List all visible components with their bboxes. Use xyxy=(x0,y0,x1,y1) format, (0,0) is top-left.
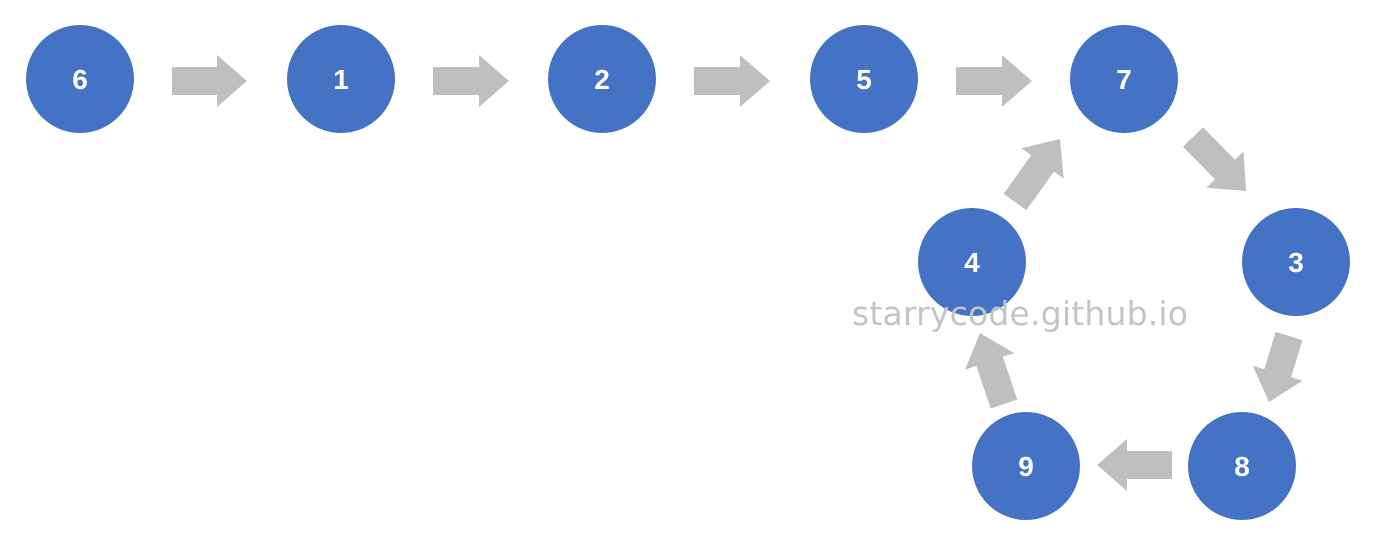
arrow-2-to-5 xyxy=(694,55,770,107)
node-circle-6 xyxy=(26,25,134,133)
node-label-2: 2 xyxy=(594,64,610,95)
node-5: 5 xyxy=(810,25,918,133)
node-label-8: 8 xyxy=(1234,451,1250,482)
arrow-1-to-2 xyxy=(433,55,509,107)
node-circle-9 xyxy=(972,412,1080,520)
arrow-6-to-1 xyxy=(172,55,247,107)
node-circle-7 xyxy=(1070,25,1178,133)
node-label-1: 1 xyxy=(333,64,349,95)
node-circle-5 xyxy=(810,25,918,133)
node-1: 1 xyxy=(287,25,395,133)
node-2: 2 xyxy=(548,25,656,133)
node-circle-1 xyxy=(287,25,395,133)
arrow-8-to-9 xyxy=(1097,439,1172,491)
arrow-4-to-7 xyxy=(1003,139,1064,211)
node-circle-8 xyxy=(1188,412,1296,520)
node-6: 6 xyxy=(26,25,134,133)
watermark-text: starrycode.github.io xyxy=(852,294,1189,333)
node-8: 8 xyxy=(1188,412,1296,520)
arrow-7-to-3 xyxy=(1183,127,1246,191)
node-3: 3 xyxy=(1242,208,1350,316)
node-circle-4 xyxy=(918,208,1026,316)
arrow-3-to-8 xyxy=(1252,331,1303,402)
edges-layer xyxy=(172,55,1303,491)
node-7: 7 xyxy=(1070,25,1178,133)
node-label-9: 9 xyxy=(1018,451,1034,482)
node-label-3: 3 xyxy=(1288,247,1304,278)
node-9: 9 xyxy=(972,412,1080,520)
node-label-4: 4 xyxy=(964,247,980,278)
node-label-6: 6 xyxy=(72,64,88,95)
node-4: 4 xyxy=(918,208,1026,316)
arrow-5-to-7 xyxy=(956,55,1032,107)
nodes-layer: 6 1 2 5 7 3 8 9 4 xyxy=(26,25,1350,520)
node-circle-3 xyxy=(1242,208,1350,316)
node-circle-2 xyxy=(548,25,656,133)
node-label-5: 5 xyxy=(856,64,872,95)
node-label-7: 7 xyxy=(1116,64,1132,95)
arrow-9-to-4 xyxy=(965,333,1018,409)
